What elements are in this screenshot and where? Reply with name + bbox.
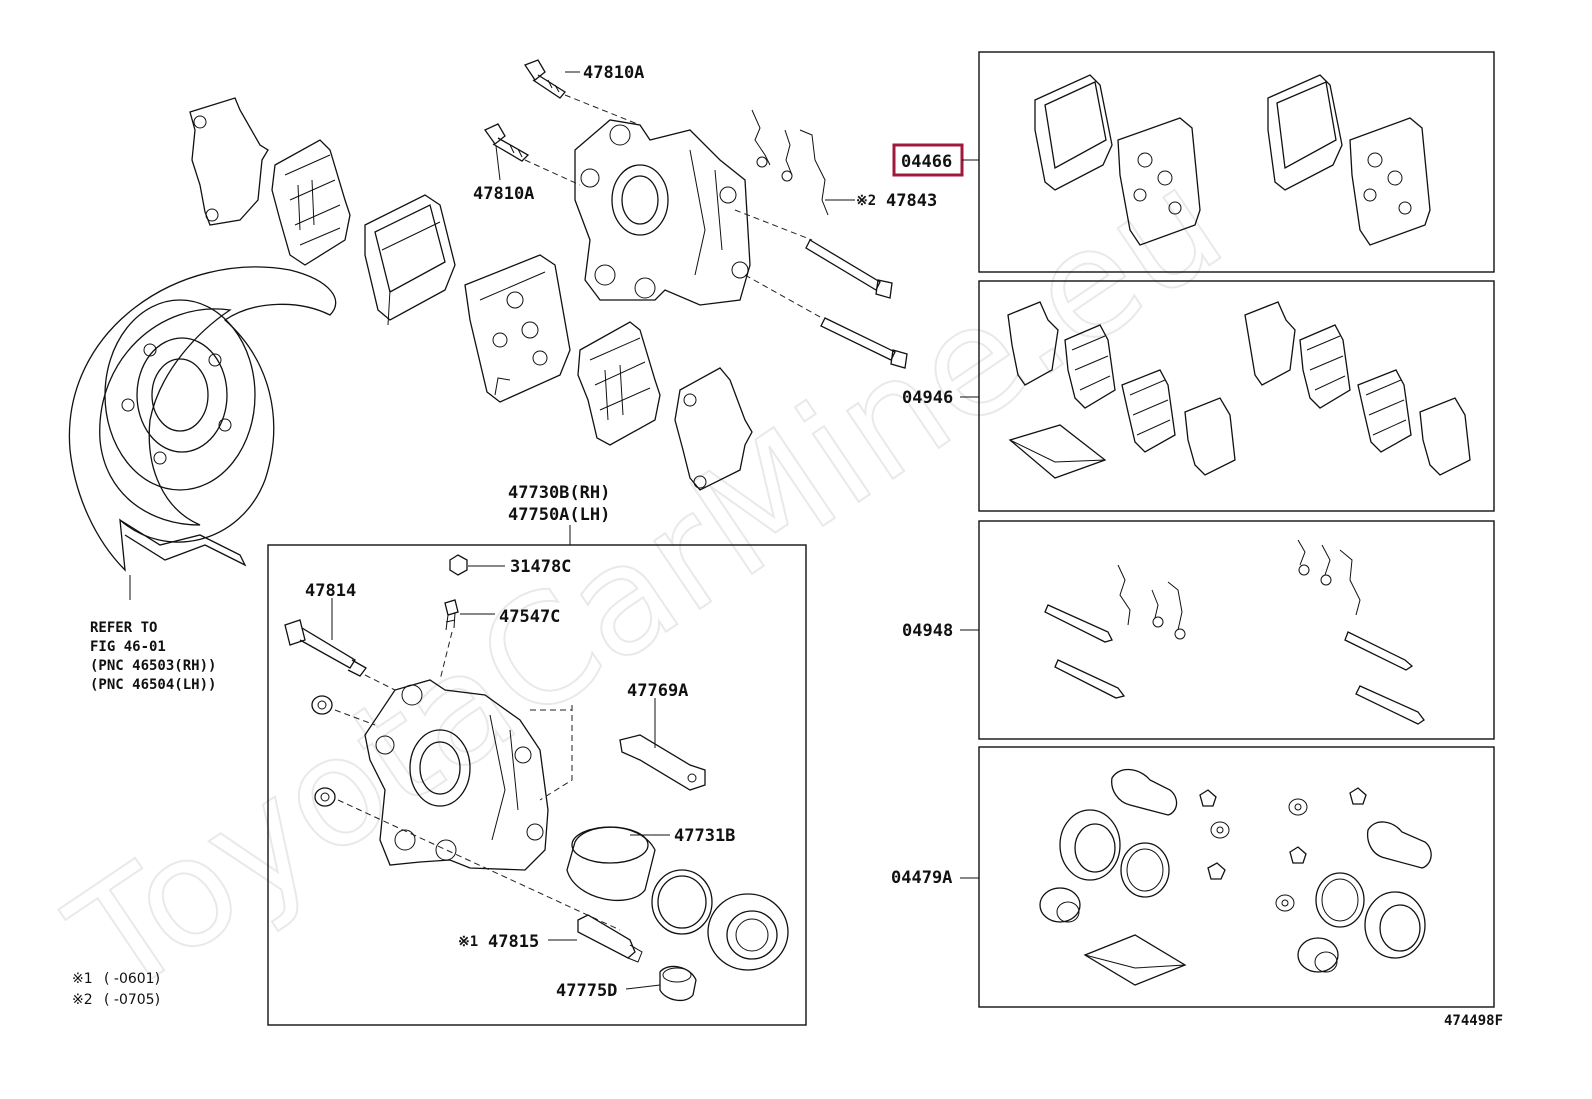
bushing-part[interactable] <box>577 914 643 963</box>
footnote-2-mark: ※2 <box>72 992 93 1008</box>
footnote-2-text: ( -0705) <box>104 992 160 1008</box>
pin-boot-part[interactable] <box>619 734 706 791</box>
washer-part[interactable] <box>311 695 336 807</box>
callout-cylinder-lh[interactable]: 47750A(LH) <box>508 505 610 525</box>
callout-bolt-lower[interactable]: 47810A <box>473 184 534 204</box>
footnote-1-mark: ※1 <box>72 971 93 987</box>
seal-kit-box <box>978 746 1495 1008</box>
kit-pad-label[interactable]: 04466 <box>901 152 952 172</box>
refer-line-4: (PNC 46504(LH)) <box>90 677 216 693</box>
bolt-upper-part[interactable] <box>524 59 566 99</box>
bleeder-cap-part[interactable] <box>449 554 468 576</box>
callout-boot[interactable]: 47775D <box>556 981 617 1001</box>
callout-piston[interactable]: 47731B <box>674 826 735 846</box>
fitting-kit-parts[interactable] <box>1044 539 1425 725</box>
callout-pin-boot[interactable]: 47769A <box>627 681 688 701</box>
piston-seal-part[interactable] <box>651 869 713 935</box>
slide-pin-part[interactable] <box>284 619 367 677</box>
outer-shim-part[interactable] <box>189 97 269 226</box>
callout-bleeder[interactable]: 47547C <box>499 607 560 627</box>
pad-kit-pads[interactable] <box>1034 74 1431 246</box>
caliper-body-part[interactable] <box>364 679 549 871</box>
anti-rattle-clip-part[interactable] <box>751 109 829 216</box>
refer-line-2[interactable]: FIG 46-01 <box>90 639 166 655</box>
kit-fitting-label[interactable]: 04948 <box>902 621 953 641</box>
inner-shim-2-part[interactable] <box>577 321 661 446</box>
piston-part[interactable] <box>566 826 656 902</box>
inner-shim-part[interactable] <box>271 139 351 266</box>
outer-brake-pad-part[interactable] <box>364 194 456 326</box>
seal-kit-parts[interactable] <box>1039 768 1432 986</box>
bleeder-plug-part[interactable] <box>444 599 459 631</box>
guide-pin-part[interactable] <box>805 239 908 369</box>
figure-code: 474498F <box>1444 1013 1503 1029</box>
bolt-lower-part[interactable] <box>484 123 530 162</box>
callout-clip-mark: ※2 <box>856 193 876 209</box>
inner-brake-pad-part[interactable] <box>464 254 571 403</box>
fitting-kit-box <box>978 520 1495 740</box>
callout-bushing-mark: ※1 <box>458 934 478 950</box>
dust-boot-part[interactable] <box>707 893 789 971</box>
shim-kit-box <box>978 280 1495 512</box>
kit-seal-label[interactable]: 04479A <box>891 868 952 888</box>
refer-line-3: (PNC 46503(RH)) <box>90 658 216 674</box>
callout-bleeder-cap[interactable]: 31478C <box>510 557 571 577</box>
pad-kit-box <box>978 51 1495 273</box>
callout-bushing[interactable]: 47815 <box>488 932 539 952</box>
callout-slide-pin[interactable]: 47814 <box>305 581 356 601</box>
refer-line-1: REFER TO <box>90 620 157 636</box>
bushing-boot-part[interactable] <box>659 965 697 1002</box>
kit-shim-label[interactable]: 04946 <box>902 388 953 408</box>
callout-clip[interactable]: 47843 <box>886 191 937 211</box>
callout-bolt-upper[interactable]: 47810A <box>583 63 644 83</box>
caliper-mounting-bracket-part[interactable] <box>574 119 751 306</box>
shim-kit-shims[interactable] <box>1007 301 1471 479</box>
outer-shim-2-part[interactable] <box>674 367 753 491</box>
callout-cylinder[interactable]: 47730B(RH) <box>508 483 610 503</box>
footnote-1-text: ( -0601) <box>104 971 160 987</box>
dust-cover-part[interactable] <box>68 266 337 600</box>
caliper-detail-box <box>267 544 807 1026</box>
